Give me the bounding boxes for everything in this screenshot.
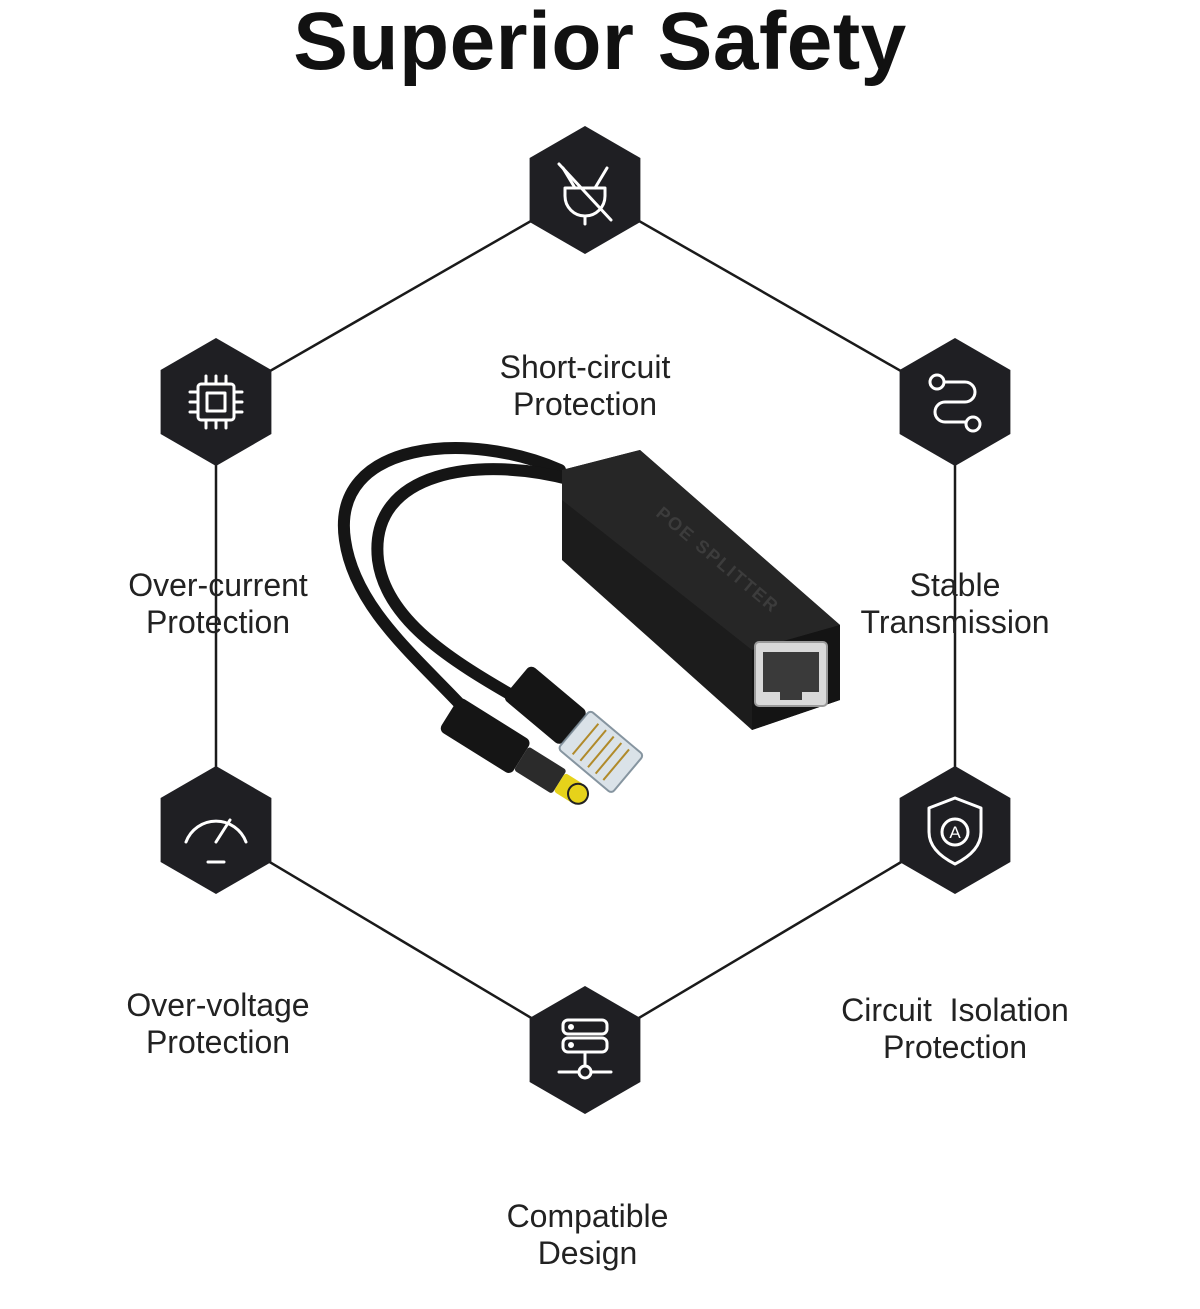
feature-badge xyxy=(160,338,272,466)
shield-icon: A xyxy=(927,796,983,866)
server-icon xyxy=(557,1018,613,1080)
feature-badge xyxy=(529,126,641,254)
badge-hexagon xyxy=(160,338,272,466)
badge-hexagon xyxy=(160,766,272,894)
cable xyxy=(337,442,566,721)
rj45-plug xyxy=(504,666,644,793)
feature-badge xyxy=(160,766,272,894)
route-icon xyxy=(928,373,982,433)
dc-plug xyxy=(440,698,590,805)
no-plug-icon xyxy=(557,162,613,226)
poe-splitter-device: POE SPLITTER xyxy=(337,442,840,805)
chip-icon xyxy=(188,374,244,430)
connector-lines xyxy=(214,188,957,1052)
page-title: Superior Safety xyxy=(293,0,907,87)
feature-badge: A xyxy=(899,766,1011,894)
badge-hexagon xyxy=(899,766,1011,894)
feature-badge xyxy=(899,338,1011,466)
ethernet-port xyxy=(754,641,828,707)
badge-hexagon xyxy=(529,986,641,1114)
gauge-icon xyxy=(184,818,248,864)
cable xyxy=(371,463,578,706)
feature-diagram: POE SPLITTER A xyxy=(160,126,1011,1114)
feature-badge xyxy=(529,986,641,1114)
svg-text:A: A xyxy=(949,823,961,842)
